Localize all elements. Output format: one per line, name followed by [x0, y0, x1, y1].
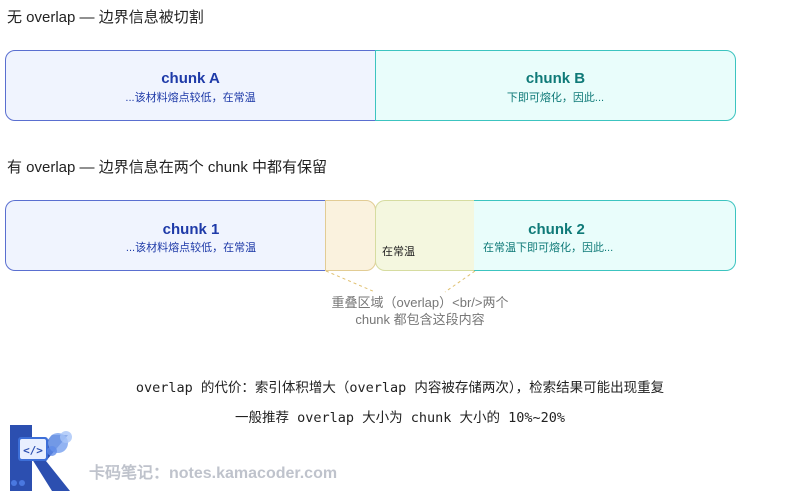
chunk-a-title: chunk A: [161, 70, 220, 87]
overlap-title: 有 overlap — 边界信息在两个 chunk 中都有保留: [7, 159, 328, 176]
chunk-1-text: ...该材料熔点较低，在常温: [125, 242, 257, 254]
no-overlap-title: 无 overlap — 边界信息被切割: [7, 9, 204, 26]
overlap-recommend-note: 一般推荐 overlap 大小为 chunk 大小的 10%~20%: [234, 410, 566, 426]
chunk-2-text: 在常温下即可熔化，因此...: [483, 242, 614, 254]
brand-text: 卡码笔记：notes.kamacoder.com: [89, 465, 338, 482]
chunk-1-box: chunk 1 ...该材料熔点较低，在常温: [5, 200, 328, 271]
chunk-b-text: 下即可熔化，因此...: [506, 92, 605, 104]
chunk-1-title: chunk 1: [162, 221, 220, 238]
kamacoder-logo-icon: </>: [10, 425, 72, 491]
overlap-text: 在常温: [382, 246, 415, 258]
svg-text:</>: </>: [23, 444, 43, 457]
overlap-note-line2: chunk 都包含这段内容: [355, 312, 485, 327]
overlap-cost-note: overlap 的代价：索引体积增大（overlap 内容被存储两次），检索结果…: [135, 380, 665, 396]
overlap-region-right: [375, 200, 476, 271]
chunk-2-title: chunk 2: [528, 221, 585, 238]
overlap-region-left: [325, 200, 376, 271]
overlap-note-line1: 重叠区域（overlap）<br/>两个: [331, 295, 509, 310]
chunk-2-box: chunk 2 在常温下即可熔化，因此...: [474, 200, 736, 271]
overlap-note: 重叠区域（overlap）<br/>两个 chunk 都包含这段内容: [300, 294, 540, 328]
chunk-b-title: chunk B: [525, 70, 586, 87]
chunk-b-box: chunk B 下即可熔化，因此...: [375, 50, 736, 121]
chunk-a-text: ...该材料熔点较低，在常温: [125, 92, 256, 104]
